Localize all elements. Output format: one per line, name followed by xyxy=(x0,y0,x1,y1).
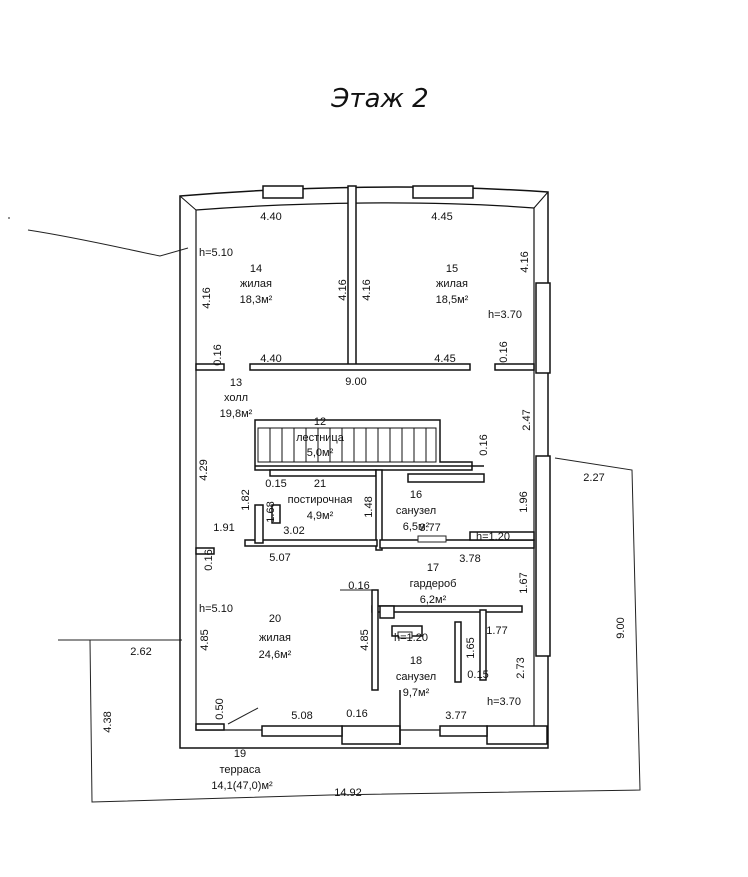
svg-text:h=3.70: h=3.70 xyxy=(488,309,522,321)
svg-text:0.50: 0.50 xyxy=(214,698,226,719)
room-13: 13 холл 19,8м² xyxy=(220,377,253,420)
room-14: 14 жилая 18,3м² xyxy=(240,263,273,306)
svg-text:9,7м²: 9,7м² xyxy=(403,687,430,699)
svg-text:12: 12 xyxy=(314,416,326,428)
svg-text:14,1(47,0)м²: 14,1(47,0)м² xyxy=(211,780,273,792)
windows xyxy=(262,185,551,745)
svg-text:4.85: 4.85 xyxy=(359,629,371,650)
svg-text:1.82: 1.82 xyxy=(240,489,252,510)
svg-text:4.40: 4.40 xyxy=(260,211,281,223)
room-12: 12 лестница 5,0м² xyxy=(296,416,345,459)
room-21: 21 постирочная 4,9м² xyxy=(288,478,353,522)
svg-text:0.16: 0.16 xyxy=(478,434,490,455)
dimension-labels: 4.40 4.45 h=5.10 h=3.70 4.40 4.45 9.00 2… xyxy=(102,211,627,799)
svg-text:3.02: 3.02 xyxy=(283,525,304,537)
svg-text:13: 13 xyxy=(230,377,242,389)
room-20: 20 жилая 24,6м² xyxy=(259,613,292,661)
svg-text:16: 16 xyxy=(410,489,422,501)
svg-text:0.16: 0.16 xyxy=(498,341,510,362)
room-17: 17 гардероб 6,2м² xyxy=(410,562,457,606)
svg-text:9.00: 9.00 xyxy=(615,617,627,638)
door-swings xyxy=(227,535,447,725)
svg-text:0.16: 0.16 xyxy=(203,549,215,570)
svg-text:жилая: жилая xyxy=(240,278,272,290)
svg-text:5.08: 5.08 xyxy=(291,710,312,722)
svg-text:h=1.20: h=1.20 xyxy=(394,632,428,644)
staircase xyxy=(269,428,427,462)
svg-text:6,2м²: 6,2м² xyxy=(420,594,447,606)
svg-text:h=5.10: h=5.10 xyxy=(199,603,233,615)
svg-text:4.16: 4.16 xyxy=(201,287,213,308)
svg-text:санузел: санузел xyxy=(396,671,436,683)
svg-text:h=1.20: h=1.20 xyxy=(476,531,510,543)
svg-text:постирочная: постирочная xyxy=(288,494,353,506)
svg-text:жилая: жилая xyxy=(259,632,291,644)
svg-text:санузел: санузел xyxy=(396,505,436,517)
svg-text:6,5м²: 6,5м² xyxy=(403,521,430,533)
room-16: 16 санузел 6,5м² xyxy=(396,489,436,533)
room-18: 18 санузел 9,7м² xyxy=(396,655,436,699)
svg-text:18,3м²: 18,3м² xyxy=(240,294,273,306)
interior-walls xyxy=(195,185,535,745)
svg-text:4.45: 4.45 xyxy=(431,211,452,223)
svg-text:холл: холл xyxy=(224,392,248,404)
svg-text:1.68: 1.68 xyxy=(265,501,277,522)
svg-text:4.38: 4.38 xyxy=(102,711,114,732)
svg-text:18: 18 xyxy=(410,655,422,667)
svg-text:4.45: 4.45 xyxy=(434,353,455,365)
svg-text:5.07: 5.07 xyxy=(269,552,290,564)
svg-text:терраса: терраса xyxy=(219,764,261,776)
svg-text:0.16: 0.16 xyxy=(212,344,224,365)
floor-title: Этаж 2 xyxy=(331,84,429,114)
svg-text:3.77: 3.77 xyxy=(445,710,466,722)
room-19: 19 терраса 14,1(47,0)м² xyxy=(211,748,273,792)
svg-text:9.00: 9.00 xyxy=(345,376,366,388)
svg-text:4.16: 4.16 xyxy=(519,251,531,272)
svg-text:0.16: 0.16 xyxy=(348,580,369,592)
svg-text:17: 17 xyxy=(427,562,439,574)
svg-text:h=3.70: h=3.70 xyxy=(487,696,521,708)
svg-text:15: 15 xyxy=(446,263,458,275)
svg-text:гардероб: гардероб xyxy=(410,578,457,590)
svg-text:1.91: 1.91 xyxy=(213,522,234,534)
svg-text:0.15: 0.15 xyxy=(265,478,286,490)
svg-text:2.62: 2.62 xyxy=(130,646,151,658)
svg-text:1.96: 1.96 xyxy=(518,491,530,512)
svg-text:19,8м²: 19,8м² xyxy=(220,408,253,420)
svg-text:1.77: 1.77 xyxy=(486,625,507,637)
svg-text:14: 14 xyxy=(250,263,262,275)
svg-text:h=5.10: h=5.10 xyxy=(199,247,233,259)
svg-text:24,6м²: 24,6м² xyxy=(259,649,292,661)
svg-text:20: 20 xyxy=(269,613,281,625)
svg-text:0.16: 0.16 xyxy=(346,708,367,720)
svg-text:0.15: 0.15 xyxy=(467,669,488,681)
svg-text:4,9м²: 4,9м² xyxy=(307,510,334,522)
svg-text:4.16: 4.16 xyxy=(361,279,373,300)
site-outline xyxy=(8,217,641,803)
svg-text:1.48: 1.48 xyxy=(363,496,375,517)
svg-text:18,5м²: 18,5м² xyxy=(436,294,469,306)
svg-text:1.67: 1.67 xyxy=(518,572,530,593)
svg-text:2.27: 2.27 xyxy=(583,472,604,484)
svg-text:3.77: 3.77 xyxy=(419,522,440,534)
svg-text:5,0м²: 5,0м² xyxy=(307,447,334,459)
svg-text:3.78: 3.78 xyxy=(459,553,480,565)
svg-text:14.92: 14.92 xyxy=(334,787,362,799)
room-15: 15 жилая 18,5м² xyxy=(436,263,469,306)
svg-text:4.85: 4.85 xyxy=(199,629,211,650)
svg-text:4.29: 4.29 xyxy=(198,459,210,480)
svg-text:2.47: 2.47 xyxy=(521,409,533,430)
svg-text:19: 19 xyxy=(234,748,246,760)
svg-text:2.73: 2.73 xyxy=(515,657,527,678)
svg-text:жилая: жилая xyxy=(436,278,468,290)
svg-text:лестница: лестница xyxy=(296,432,345,444)
svg-text:21: 21 xyxy=(314,478,326,490)
svg-text:4.40: 4.40 xyxy=(260,353,281,365)
outer-walls xyxy=(179,186,549,749)
svg-text:1.65: 1.65 xyxy=(465,637,477,658)
svg-text:4.16: 4.16 xyxy=(337,279,349,300)
